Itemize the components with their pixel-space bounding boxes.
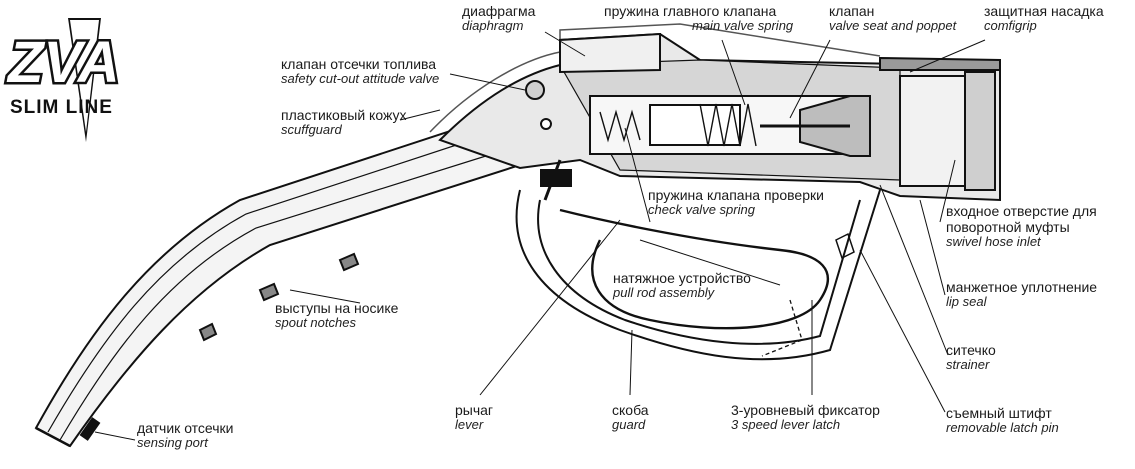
label-diaphragm: диафрагма diaphragm	[462, 3, 535, 34]
sensing-port-mark	[79, 417, 101, 441]
label-notches-ru: выступы на носике	[275, 300, 399, 316]
label-pullrod: натяжное устройство pull rod assembly	[613, 270, 751, 301]
label-main-spring-ru: пружина главного клапана	[604, 3, 777, 19]
label-lipseal-en: lip seal	[946, 294, 987, 310]
scuffguard-outline	[429, 23, 881, 133]
leader-lines	[94, 31, 986, 441]
label-guard: скоба guard	[612, 402, 649, 433]
label-pullrod-en: pull rod assembly	[613, 285, 715, 301]
label-latchpin-en: removable latch pin	[946, 420, 1059, 436]
label-scuffguard: пластиковый кожух scuffguard	[281, 107, 406, 138]
label-strainer: ситечко strainer	[946, 342, 996, 373]
label-swivel-en: swivel hose inlet	[946, 234, 1041, 250]
logo-line: SLIM LINE	[10, 97, 113, 118]
label-cutoff-en: safety cut-out attitude valve	[281, 71, 440, 87]
label-scuffguard-ru: пластиковый кожух	[281, 107, 407, 123]
label-comfigrip-en: comfigrip	[984, 18, 1037, 34]
label-cutoff-ru: клапан отсечки топлива	[281, 56, 437, 72]
label-lipseal: манжетное уплотнение lip seal	[946, 279, 1097, 310]
label-latchpin: съемный штифт removable latch pin	[946, 405, 1059, 436]
label-comfigrip-ru: защитная насадка	[984, 3, 1104, 19]
main-valve-spring	[699, 103, 757, 147]
label-lipseal-ru: манжетное уплотнение	[946, 279, 1098, 295]
label-check-spring-ru: пружина клапана проверки	[648, 187, 824, 203]
label-notches: выступы на носике spout notches	[275, 300, 398, 331]
label-check-spring-en: check valve spring	[648, 202, 755, 218]
label-scuffguard-en: scuffguard	[281, 122, 342, 138]
label-comfigrip: защитная насадка comfigrip	[984, 3, 1104, 34]
lever	[559, 208, 830, 330]
label-guard-ru: скоба	[612, 402, 649, 418]
label-strainer-en: strainer	[946, 357, 990, 373]
label-latch-en: 3 speed lever latch	[731, 417, 841, 433]
label-cutoff: клапан отсечки топлива safety cut-out at…	[281, 56, 439, 87]
label-swivel-ru2: поворотной муфты	[946, 219, 1070, 236]
label-notches-en: spout notches	[275, 315, 356, 331]
nozzle-body	[438, 32, 1001, 202]
label-swivel: входное отверстие для поворотной муфты s…	[946, 203, 1097, 250]
label-latch: 3-уровневый фиксатор 3 speed lever latch	[731, 402, 880, 433]
label-diaphragm-ru: диафрагма	[462, 3, 536, 19]
label-valve: клапан valve seat and poppet	[829, 3, 956, 34]
label-lever: рычаг lever	[455, 402, 493, 433]
label-valve-en: valve seat and poppet	[829, 18, 957, 34]
label-main-spring: пружина главного клапана main valve spri…	[604, 3, 793, 34]
check-valve-spring	[599, 109, 641, 143]
label-lever-en: lever	[455, 417, 484, 433]
zva-logo: ZVA SLIM LINE	[4, 18, 122, 142]
label-sensing: датчик отсечки sensing port	[137, 420, 233, 451]
label-guard-en: guard	[612, 417, 646, 433]
label-sensing-ru: датчик отсечки	[137, 420, 234, 436]
label-lever-ru: рычаг	[455, 402, 494, 418]
label-pullrod-ru: натяжное устройство	[613, 270, 751, 286]
label-diaphragm-en: diaphragm	[462, 18, 524, 34]
handle-assembly	[515, 159, 881, 361]
label-swivel-ru1: входное отверстие для	[946, 203, 1097, 219]
spout	[34, 116, 522, 448]
label-latch-ru: 3-уровневый фиксатор	[731, 402, 880, 418]
label-valve-ru: клапан	[829, 3, 875, 19]
label-check-spring: пружина клапана проверки check valve spr…	[648, 187, 824, 218]
label-strainer-ru: ситечко	[946, 342, 996, 358]
label-sensing-en: sensing port	[137, 435, 208, 451]
label-latchpin-ru: съемный штифт	[946, 405, 1052, 421]
label-main-spring-en: main valve spring	[692, 18, 794, 34]
logo-brand: ZVA	[6, 30, 120, 95]
